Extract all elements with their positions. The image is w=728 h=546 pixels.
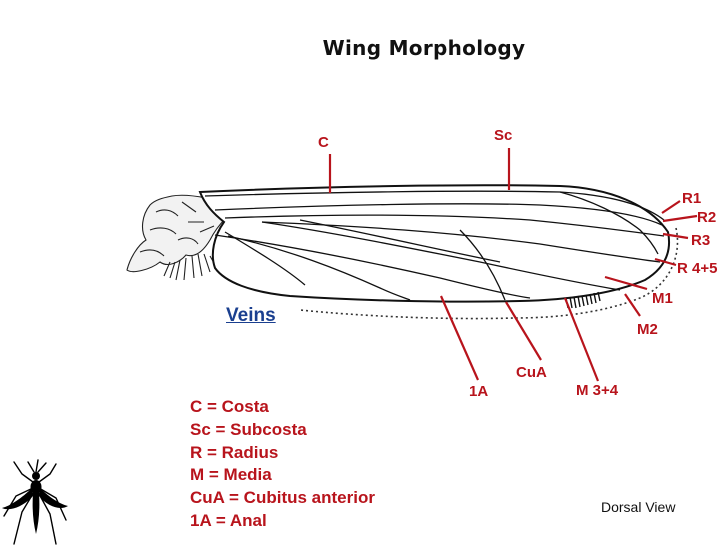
page-title: Wing Morphology (322, 36, 526, 60)
label-m1: M1 (652, 290, 673, 307)
veins-label: Veins (226, 305, 276, 326)
legend-item: Sc = Subcosta (190, 419, 307, 439)
label-r3: R3 (691, 232, 710, 249)
label-m2: M2 (637, 321, 658, 338)
label-r1: R1 (682, 190, 701, 207)
label-1a: 1A (469, 383, 488, 400)
label-cua: CuA (516, 364, 547, 381)
label-sc: Sc (494, 127, 512, 144)
legend-item: CuA = Cubitus anterior (190, 488, 375, 508)
legend-item: M = Media (190, 465, 272, 485)
leader-lines (328, 148, 698, 382)
label-m34: M 3+4 (576, 382, 619, 399)
view-label: Dorsal View (601, 499, 676, 515)
label-r45: R 4+5 (677, 260, 717, 277)
label-c: C (318, 134, 329, 151)
wing-base (126, 194, 227, 281)
wing-membrane (198, 184, 679, 320)
label-r2: R2 (697, 209, 716, 226)
wing-veins (204, 190, 665, 301)
legend-item: 1A = Anal (190, 510, 267, 530)
vein-legend: C = Costa Sc = Subcosta R = Radius M = M… (190, 396, 375, 533)
legend-item: R = Radius (190, 442, 279, 462)
vein-labels: C Sc R1 R2 R3 R 4+5 M1 M2 M 3+4 CuA 1A (318, 127, 717, 400)
mosquito-icon (2, 459, 68, 545)
legend-item: C = Costa (190, 397, 269, 416)
